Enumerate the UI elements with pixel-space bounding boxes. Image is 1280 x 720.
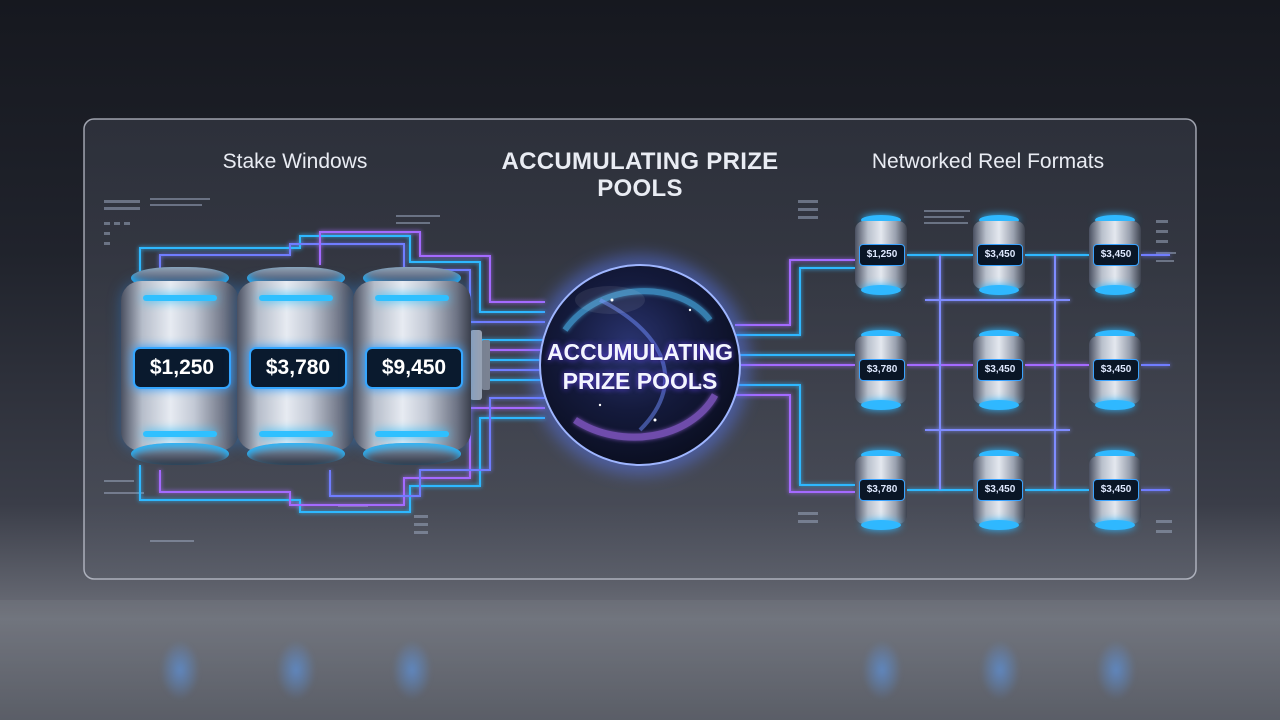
reel-cap: [247, 443, 345, 465]
stake-reel: $3,780: [237, 267, 355, 465]
reel-cap: [131, 443, 229, 465]
floor-glow: [862, 640, 902, 700]
floor-glow: [1096, 640, 1136, 700]
network-reel: $3,450: [1089, 448, 1141, 532]
network-reel: $1,250: [855, 213, 907, 297]
network-reel-window: $3,450: [977, 479, 1023, 501]
stake-reel: $1,250: [121, 267, 239, 465]
floor-glow: [392, 640, 432, 700]
network-reel-window: $3,450: [1093, 359, 1139, 381]
floor-glow: [980, 640, 1020, 700]
floor-glow: [276, 640, 316, 700]
floor-reflection: [0, 600, 1280, 720]
network-reel-window: $3,450: [1093, 244, 1139, 266]
stake-reel: $9,450: [353, 267, 471, 465]
stake-window: $1,250: [133, 347, 231, 389]
network-reel-window: $3,780: [859, 359, 905, 381]
network-reel: $3,780: [855, 328, 907, 412]
prize-pool-orb: [530, 255, 750, 475]
data-glyphs: [104, 198, 1176, 542]
network-reel-window: $3,450: [977, 244, 1023, 266]
network-reel: $3,780: [855, 448, 907, 532]
reel-cap: [363, 443, 461, 465]
network-reel-window: $3,780: [859, 479, 905, 501]
network-reel-window: $3,450: [977, 359, 1023, 381]
network-reel: $3,450: [1089, 213, 1141, 297]
stake-windows-heading: Stake Windows: [222, 150, 368, 173]
network-reel: $3,450: [973, 213, 1025, 297]
network-reel-window: $1,250: [859, 244, 905, 266]
networked-reels-heading: Networked Reel Formats: [871, 150, 1105, 173]
stake-window: $9,450: [365, 347, 463, 389]
network-reel-window: $3,450: [1093, 479, 1139, 501]
network-reel: $3,450: [1089, 328, 1141, 412]
network-reel: $3,450: [973, 448, 1025, 532]
stake-window: $3,780: [249, 347, 347, 389]
network-reel: $3,450: [973, 328, 1025, 412]
network-circuit-lines: [735, 254, 1170, 493]
prize-pools-heading: ACCUMULATING PRIZE POOLS: [501, 148, 779, 202]
floor-glow: [160, 640, 200, 700]
orb-label: ACCUMULATING PRIZE POOLS: [546, 339, 734, 394]
